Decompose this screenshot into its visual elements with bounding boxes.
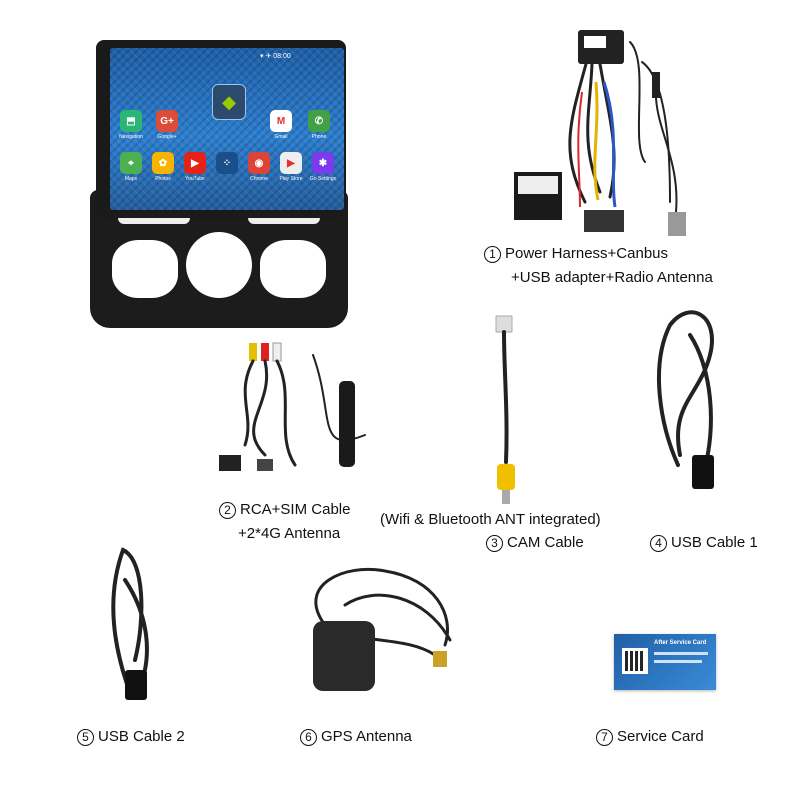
number-badge: 5	[77, 728, 94, 746]
app-label: Gmail	[274, 134, 288, 140]
caption-item5: 5 USB Cable 2	[77, 727, 185, 747]
climate-knob-right	[260, 240, 326, 298]
caption-item3-note: (Wifi & Bluetooth ANT integrated)	[380, 511, 601, 528]
usb-cable-2-image	[111, 547, 149, 700]
android-logo-icon: ◆	[212, 84, 246, 120]
caption-item3: 3 CAM Cable	[486, 533, 584, 553]
app-label: Navigation	[119, 134, 143, 140]
sim-slot-icon	[219, 455, 241, 471]
usb-connector-icon	[125, 670, 147, 700]
screen-bezel: ▾ ✈ 08:00 ◆ ⬒ Navigation G+ Google+ M Gmail ✆ P…	[96, 40, 346, 218]
phone-icon[interactable]: ✆	[308, 110, 330, 132]
caption-item4: 4 USB Cable 1	[650, 533, 758, 553]
chrome-icon[interactable]: ◉	[248, 152, 270, 174]
number-badge: 1	[484, 245, 501, 263]
number-badge: 3	[486, 534, 503, 552]
gps-connector-icon	[433, 651, 447, 667]
climate-knob-left	[112, 240, 178, 298]
climate-knob-center	[186, 232, 252, 298]
android-screen: ▾ ✈ 08:00 ◆ ⬒ Navigation G+ Google+ M Gmail ✆ P…	[110, 48, 344, 210]
play-store-icon[interactable]: ▶	[280, 152, 302, 174]
gmail-icon[interactable]: M	[270, 110, 292, 132]
caption-item2-line2: +2*4G Antenna	[238, 525, 341, 542]
app-label: Play Store	[279, 176, 303, 182]
app-label: Go Settings	[309, 176, 337, 182]
cam-cable-image	[495, 315, 515, 504]
number-badge: 4	[650, 534, 667, 552]
maps-icon[interactable]: ⌖	[120, 152, 142, 174]
youtube-icon[interactable]: ▶	[184, 152, 206, 174]
settings-icon[interactable]: ✱	[312, 152, 334, 174]
service-card-title: After Service Card	[654, 640, 707, 646]
apps-icon[interactable]: ⁘	[216, 152, 238, 174]
rca-yellow-plug-icon	[497, 464, 515, 490]
caption-item7: 7 Service Card	[596, 727, 704, 747]
usb-cable-1-image	[656, 310, 714, 489]
caption-item1-line2: +USB adapter+Radio Antenna	[511, 269, 713, 286]
caption-item6: 6 GPS Antenna	[300, 727, 412, 747]
number-badge: 7	[596, 728, 613, 746]
rca-sim-cable-image	[219, 342, 366, 471]
app-label: Chrome	[250, 176, 268, 182]
gps-puck-icon	[313, 621, 375, 691]
navigation-icon[interactable]: ⬒	[120, 110, 142, 132]
app-label: Maps	[124, 176, 138, 182]
power-harness-image	[514, 30, 686, 236]
number-badge: 6	[300, 728, 317, 746]
usb-adapter-icon	[652, 72, 660, 98]
number-badge: 2	[219, 501, 236, 519]
google-plus-icon[interactable]: G+	[156, 110, 178, 132]
head-unit-image: ▾ ✈ 08:00 ◆ ⬒ Navigation G+ Google+ M Gmail ✆ P…	[90, 40, 348, 328]
photos-icon[interactable]: ✿	[152, 152, 174, 174]
status-bar: ▾ ✈ 08:00	[260, 53, 291, 60]
app-label: Photos	[155, 176, 171, 182]
app-label: Phone	[311, 134, 327, 140]
app-label: YouTube	[185, 176, 205, 182]
qr-code-icon	[622, 648, 648, 674]
gps-antenna-image	[313, 567, 452, 691]
caption-item1: 1 Power Harness+Canbus	[484, 244, 668, 264]
usb-connector-icon	[692, 455, 714, 489]
caption-item2: 2 RCA+SIM Cable	[219, 500, 350, 520]
app-label: Google+	[157, 134, 177, 140]
service-card-image: After Service Card	[614, 634, 716, 690]
4g-antenna-icon	[339, 381, 355, 467]
